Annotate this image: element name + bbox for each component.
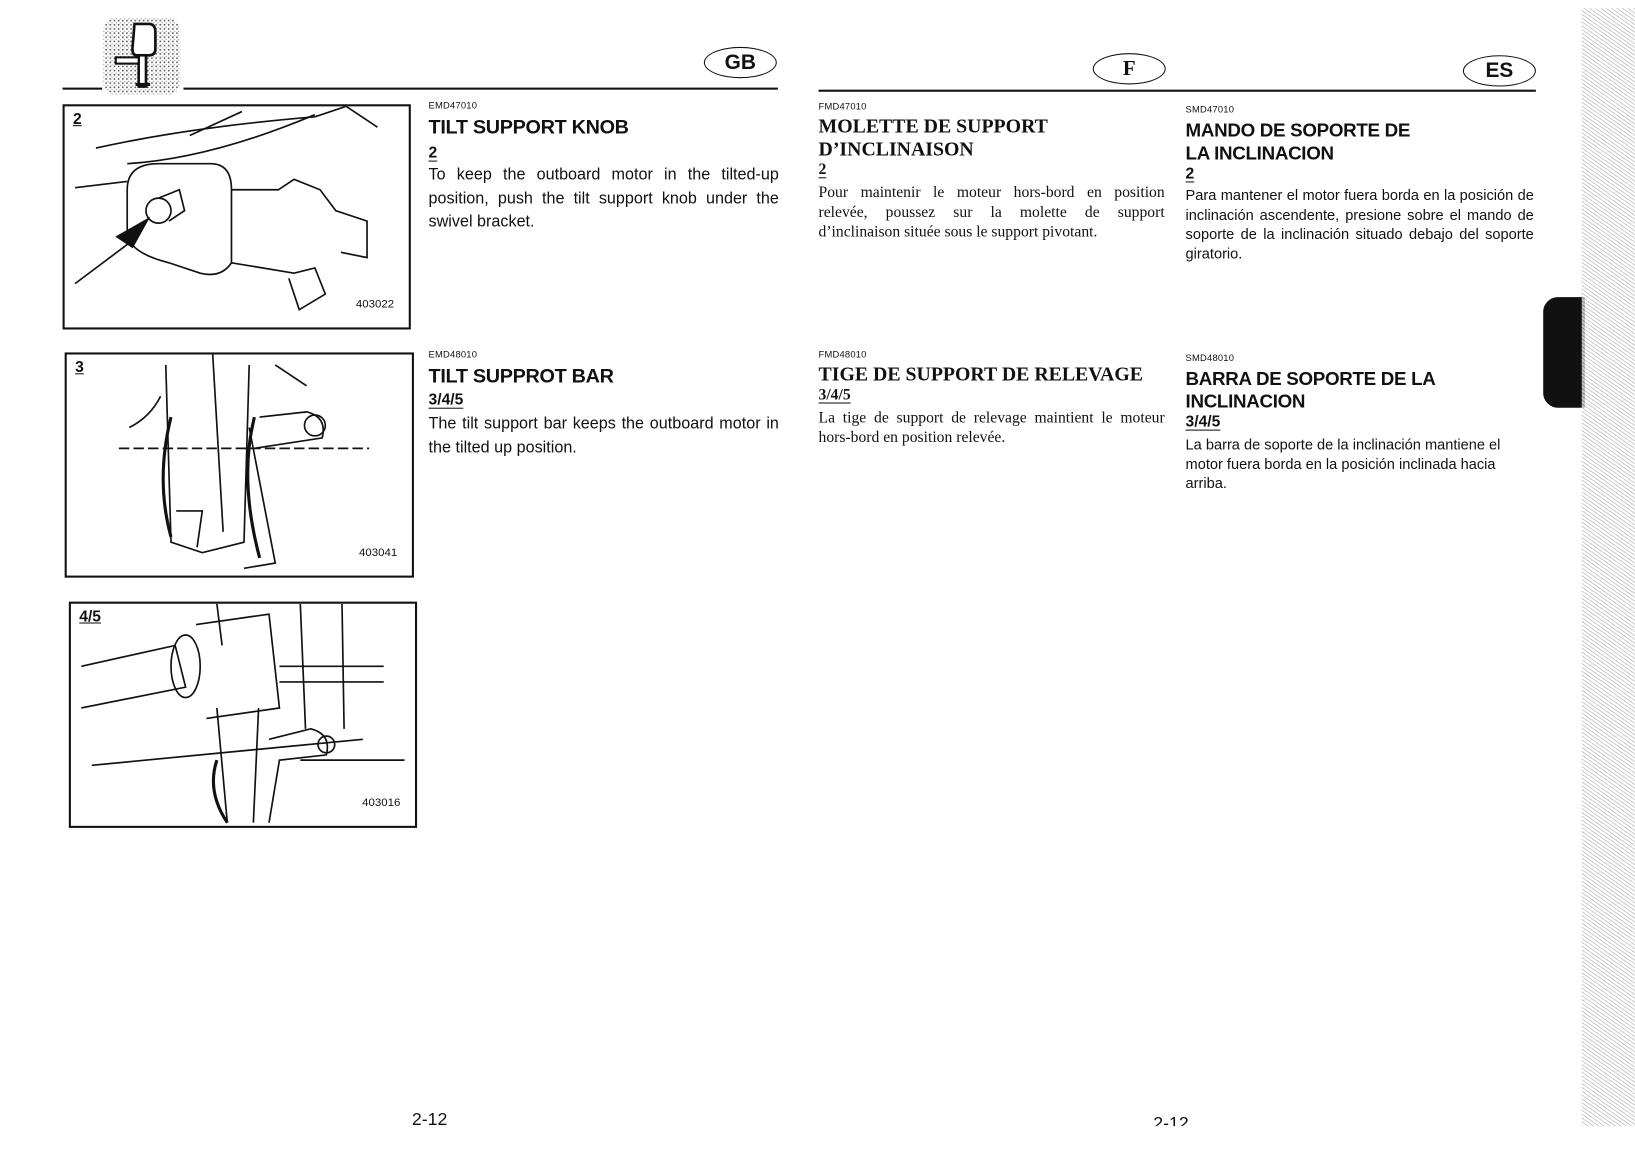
header-rule-left bbox=[62, 87, 103, 90]
section-title: TIGE DE SUPPORT DE RELEVAGE bbox=[818, 363, 1143, 386]
section-code: SMD47010 bbox=[1185, 104, 1235, 115]
gb-section-tilt-support-bar: EMD48010 TILT SUPPROT BAR 3/4/5 The tilt… bbox=[429, 349, 779, 460]
section-code: FMD47010 bbox=[818, 101, 867, 112]
page-number-left: 2-12 bbox=[411, 1109, 448, 1130]
section-title: MOLETTE DE SUPPORT D’INCLINAISON bbox=[818, 115, 1048, 161]
figure-tilt-support-knob: 2 403022 bbox=[62, 104, 411, 330]
section-code: SMD48010 bbox=[1185, 352, 1235, 363]
section-body: Para mantener el motor fuera borda en la… bbox=[1185, 186, 1534, 262]
fr-section-molette: FMD47010 MOLETTE DE SUPPORT D’INCLINAISO… bbox=[819, 101, 1165, 243]
language-badge-gb: GB bbox=[703, 46, 777, 79]
section-title: TILT SUPPORT KNOB bbox=[428, 116, 629, 139]
figure-tilt-support-bar-45: 4/5 403016 bbox=[68, 601, 418, 828]
es-section-barra: SMD48010 BARRA DE SOPORTE DE LA INCLINAC… bbox=[1186, 352, 1534, 492]
figure-number: 403041 bbox=[358, 546, 398, 559]
section-title: TILT SUPPROT BAR bbox=[428, 365, 614, 388]
figure-ref: 2 bbox=[818, 161, 827, 179]
figure-label: 2 bbox=[72, 110, 82, 129]
language-badge-f: F bbox=[1092, 53, 1166, 85]
figure-tilt-support-bar-3: 3 403041 bbox=[64, 352, 414, 578]
chapter-tab bbox=[1543, 297, 1585, 408]
header-rule-right bbox=[818, 89, 1536, 92]
figure-label: 4/5 bbox=[79, 607, 101, 626]
section-title: MANDO DE SOPORTE DE LA INCLINACION bbox=[1185, 119, 1411, 164]
section-body: La barra de soporte de la inclinación ma… bbox=[1185, 435, 1501, 472]
es-section-mando: SMD47010 MANDO DE SOPORTE DE LA INCLINAC… bbox=[1186, 104, 1534, 262]
figure-ref: 2 bbox=[428, 143, 438, 162]
page-number-right: 2-12 bbox=[1153, 1113, 1189, 1127]
section-body-end: arriba. bbox=[1185, 474, 1227, 492]
figure-ref: 3/4/5 bbox=[1185, 412, 1221, 431]
section-title: BARRA DE SOPORTE DE LA INCLINACION bbox=[1185, 368, 1436, 412]
figure-number: 403016 bbox=[362, 796, 401, 810]
section-body: To keep the outboard motor in the tilted… bbox=[428, 165, 779, 231]
figure-ref: 3/4/5 bbox=[428, 391, 464, 409]
figure-number: 403022 bbox=[355, 298, 395, 311]
scan-edge bbox=[1581, 8, 1635, 1127]
section-body: The tilt support bar keeps the outboard … bbox=[428, 414, 779, 457]
section-code: EMD48010 bbox=[428, 349, 478, 360]
outboard-motor-icon bbox=[101, 16, 182, 97]
section-body: La tige de support de relevage maintient… bbox=[818, 409, 1165, 447]
fr-section-tige: FMD48010 TIGE DE SUPPORT DE RELEVAGE 3/4… bbox=[819, 349, 1165, 448]
figure-ref: 3/4/5 bbox=[818, 386, 851, 404]
header-rule-left bbox=[183, 87, 778, 90]
section-code: FMD48010 bbox=[818, 349, 867, 360]
language-badge-es: ES bbox=[1462, 55, 1536, 87]
section-body: Pour maintenir le moteur hors-bord en po… bbox=[818, 184, 1165, 241]
figure-label: 3 bbox=[75, 358, 84, 377]
section-code: EMD47010 bbox=[428, 100, 478, 111]
figure-ref: 2 bbox=[1185, 164, 1195, 183]
gb-section-tilt-support-knob: EMD47010 TILT SUPPORT KNOB 2 To keep the… bbox=[429, 100, 779, 234]
